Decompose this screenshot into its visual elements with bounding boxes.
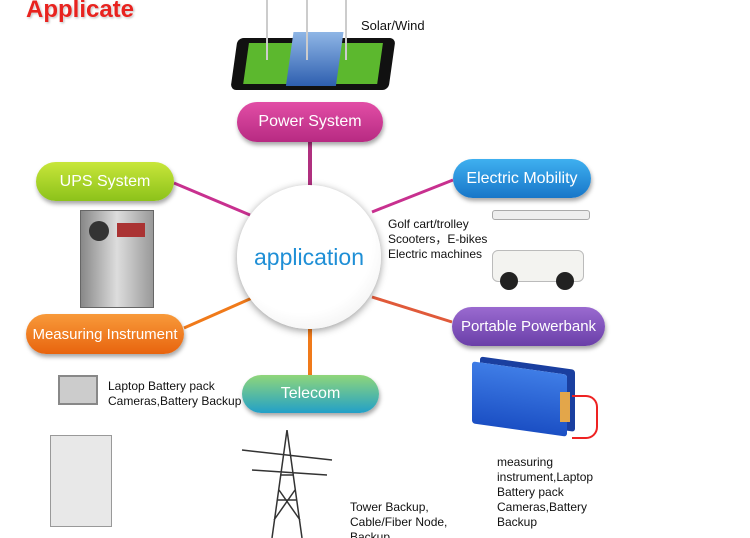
caption-line: Tower Backup, <box>350 500 429 514</box>
telecom-pill[interactable]: Telecom <box>242 375 379 413</box>
measuring-instrument-pill[interactable]: Measuring Instrument <box>26 314 184 354</box>
solar-tablet-image <box>230 32 396 90</box>
caption-line: Cameras,Battery Backup <box>108 394 242 408</box>
caption-line: Scooters，E-bikes <box>388 232 488 246</box>
caption-line: Cameras,Battery <box>497 500 588 514</box>
ups-system-pill[interactable]: UPS System <box>36 162 174 201</box>
powerbank-caption: measuring instrument,Laptop Battery pack… <box>497 455 593 530</box>
solar-wind-caption: Solar/Wind <box>361 18 425 33</box>
caption-line: Laptop Battery pack <box>108 379 215 393</box>
center-label: application <box>254 243 364 270</box>
telecom-label: Telecom <box>280 385 341 402</box>
power-system-label: Power System <box>258 113 362 130</box>
measuring-instrument-label: Measuring Instrument <box>32 325 178 343</box>
ups-cabinet-image <box>80 210 154 308</box>
caption-line: Battery pack <box>497 485 564 499</box>
portable-powerbank-label: Portable Powerbank <box>460 318 597 335</box>
measuring-caption: Laptop Battery pack Cameras,Battery Back… <box>108 379 241 409</box>
golf-cart-image <box>486 210 590 300</box>
ups-system-label: UPS System <box>59 172 151 190</box>
caption-line: Backup <box>497 515 538 529</box>
telecom-tower-image <box>241 430 333 538</box>
mobility-caption: Golf cart/trolley Scooters，E-bikes Elect… <box>388 217 487 262</box>
caption-line: instrument,Laptop <box>497 470 594 484</box>
electric-mobility-label: Electric Mobility <box>466 169 578 187</box>
battery-pack-image <box>472 361 567 437</box>
medical-cart-image <box>40 375 120 535</box>
application-center-circle: application <box>237 185 381 329</box>
caption-line: measuring <box>497 455 554 469</box>
portable-powerbank-pill[interactable]: Portable Powerbank <box>452 307 605 346</box>
caption-line: Backup <box>350 530 391 538</box>
caption-line: Electric machines <box>388 247 483 261</box>
page-title: Applicate <box>26 0 135 23</box>
electric-mobility-pill[interactable]: Electric Mobility <box>453 159 591 198</box>
power-system-pill[interactable]: Power System <box>237 102 383 142</box>
caption-line: Cable/Fiber Node, <box>350 515 448 529</box>
telecom-caption: Tower Backup, Cable/Fiber Node, Backup <box>350 500 447 538</box>
caption-line: Golf cart/trolley <box>388 217 469 231</box>
